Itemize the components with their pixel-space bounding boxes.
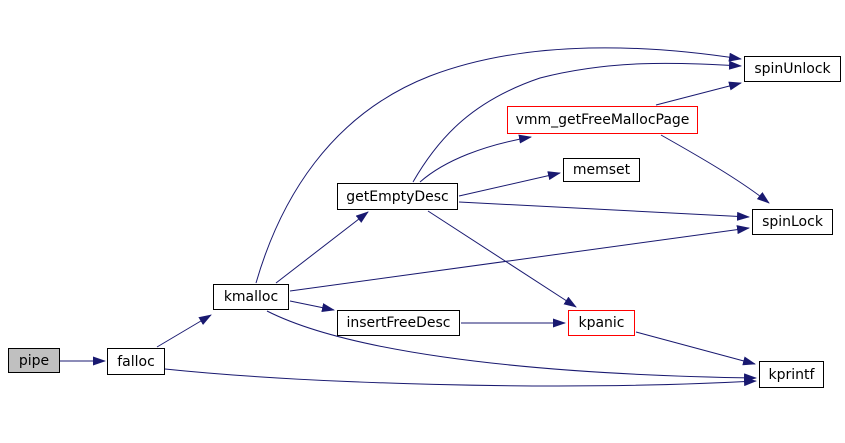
node-label: spinLock [762, 214, 823, 230]
edge-getEmptyDesc-to-vmm_getFreeMallocPage [419, 134, 532, 183]
node-kmalloc[interactable]: kmalloc [213, 284, 289, 310]
edge-falloc-to-kmalloc [156, 314, 212, 348]
edge-vmm_getFreeMallocPage-to-spinLock [660, 134, 770, 204]
node-spinLock[interactable]: spinLock [752, 209, 833, 235]
node-kpanic[interactable]: kpanic [568, 310, 635, 336]
node-memset[interactable]: memset [563, 158, 640, 182]
edge-vmm_getFreeMallocPage-to-spinUnlock [655, 81, 742, 106]
edge-getEmptyDesc-to-spinUnlock [412, 60, 742, 183]
node-vmm_getFreeMallocPage[interactable]: vmm_getFreeMallocPage [507, 106, 698, 134]
node-pipe: pipe [8, 348, 60, 373]
edge-kmalloc-to-spinUnlock [255, 47, 742, 284]
node-label: spinUnlock [754, 61, 831, 77]
edge-getEmptyDesc-to-kpanic [427, 210, 577, 308]
node-label: pipe [18, 352, 50, 369]
edge-getEmptyDesc-to-spinLock [458, 201, 750, 221]
node-kprintf[interactable]: kprintf [759, 361, 824, 388]
node-label: kprintf [768, 366, 815, 383]
node-label: memset [572, 162, 631, 178]
node-getEmptyDesc[interactable]: getEmptyDesc [337, 183, 458, 210]
node-label: kmalloc [223, 289, 279, 305]
edge-kmalloc-to-getEmptyDesc [275, 211, 369, 284]
node-label: kpanic [578, 315, 625, 331]
node-label: falloc [117, 353, 155, 370]
edge-kpanic-to-kprintf [635, 331, 756, 366]
edge-kmalloc-to-spinLock [289, 225, 750, 292]
node-insertFreeDesc[interactable]: insertFreeDesc [337, 310, 460, 336]
node-spinUnlock[interactable]: spinUnlock [744, 56, 841, 82]
edge-getEmptyDesc-to-memset [458, 171, 561, 197]
edge-kmalloc-to-insertFreeDesc [289, 300, 335, 313]
node-falloc[interactable]: falloc [107, 348, 165, 375]
node-label: insertFreeDesc [346, 315, 451, 331]
edge-kmalloc-to-kprintf [266, 310, 757, 383]
node-label: getEmptyDesc [346, 188, 449, 205]
edge-falloc-to-kprintf [164, 368, 757, 387]
node-label: vmm_getFreeMallocPage [515, 112, 690, 128]
